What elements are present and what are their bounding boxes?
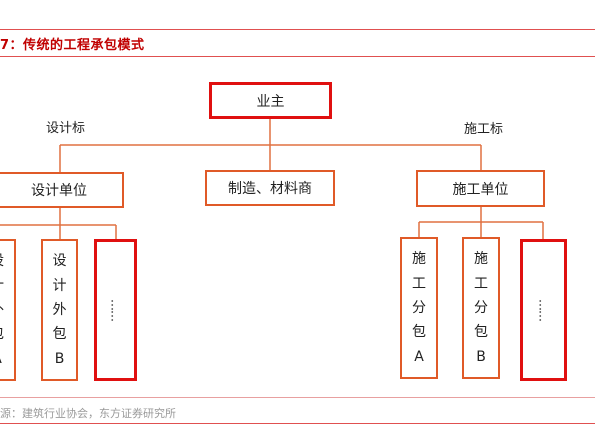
owner-box: 业主 [209, 82, 332, 119]
char: 计 [52, 277, 67, 294]
char: 计 [0, 279, 4, 293]
left-branch-label: 设计标 [46, 121, 86, 136]
supplier-box: 制造、材料商 [205, 170, 335, 206]
char: 包 [412, 324, 426, 341]
char: A [0, 352, 2, 366]
design-unit-box: 设计单位 [0, 172, 124, 208]
char: 外 [52, 301, 67, 318]
char: B [54, 350, 65, 367]
bottom-rule [0, 397, 595, 398]
char: 设 [0, 254, 4, 268]
char: 包 [474, 324, 488, 341]
char: 分 [412, 299, 426, 316]
supplier-label: 制造、材料商 [228, 181, 312, 197]
char: 施 [412, 251, 426, 268]
construction-sub-ellipsis-box: …… [520, 239, 567, 381]
top-rule [0, 29, 595, 30]
char: B [476, 348, 486, 365]
design-unit-label: 设计单位 [31, 183, 87, 199]
title-underline [0, 56, 595, 57]
footer-rule [0, 423, 595, 424]
char: 工 [474, 275, 488, 292]
char: 施 [474, 251, 488, 268]
ellipsis-label: …… [536, 299, 551, 321]
char: 包 [0, 327, 4, 341]
char: 分 [474, 299, 488, 316]
ellipsis-label: …… [108, 299, 123, 321]
construction-sub-a-box: 施 工 分 包 A [400, 237, 438, 379]
construction-unit-box: 施工单位 [416, 170, 545, 207]
char: 设 [52, 253, 67, 270]
design-sub-b-box: 设 计 外 包 B [41, 239, 78, 381]
char: 工 [412, 275, 426, 292]
construction-sub-b-box: 施 工 分 包 B [462, 237, 500, 379]
construction-unit-label: 施工单位 [452, 181, 509, 198]
right-branch-label: 施工标 [464, 122, 504, 137]
char: 外 [0, 303, 4, 317]
source-note: 源：建筑行业协会，东方证券研究所 [0, 407, 176, 420]
char: A [414, 348, 424, 365]
figure-title: 7：传统的工程承包模式 [0, 38, 145, 53]
char: 包 [52, 326, 67, 343]
owner-label: 业主 [256, 93, 285, 110]
design-sub-ellipsis-box: …… [94, 239, 137, 381]
design-sub-partial-box: 设 计 外 包 A [0, 239, 16, 381]
